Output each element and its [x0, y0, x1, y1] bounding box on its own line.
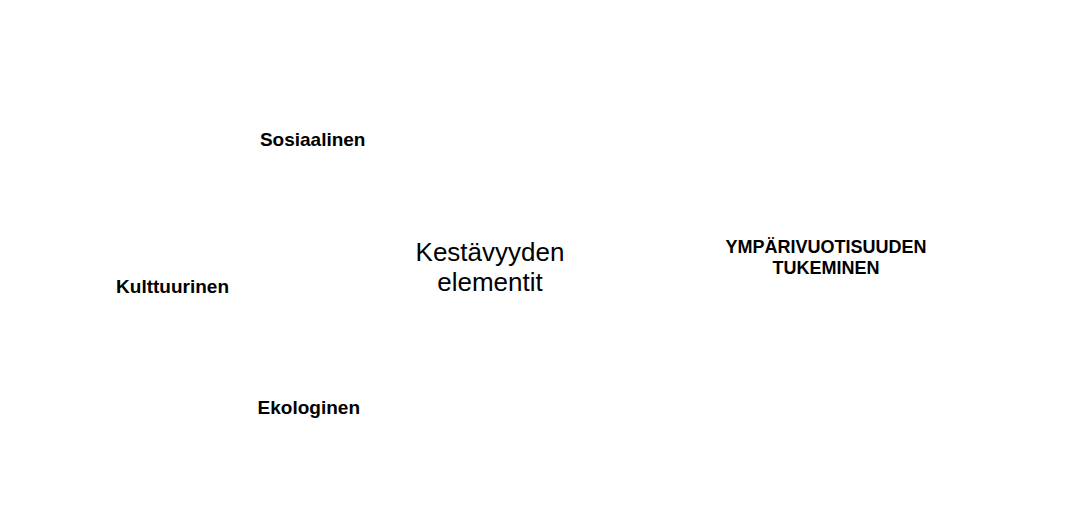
shape-fill [330, 191, 652, 351]
node-label: YMPÄRIVUOTISUUDEN TUKEMINEN [706, 237, 946, 278]
sustainability-ellipse: Ekologinen [170, 305, 466, 505]
shape-fill [37, 177, 373, 393]
shape-fill [582, 2, 1081, 502]
text-holder: YMPÄRIVUOTISUUDEN TUKEMINEN [706, 237, 947, 278]
sustainability-ellipse: Sosiaalinen [157, 38, 477, 243]
node-label: Ekologinen [257, 397, 361, 419]
text-holder: Ekologinen [257, 397, 361, 419]
center-ellipse: Kestävyyden elementit [330, 191, 652, 351]
text-holder: Kestävyyden elementit [405, 238, 576, 298]
shape-fill [170, 305, 466, 505]
text-holder: Kulttuurinen [116, 276, 230, 298]
node-label: Kestävyyden elementit [405, 238, 575, 298]
photo-circle: YMPÄRIVUOTISUUDEN TUKEMINEN [582, 2, 1081, 502]
sustainability-ellipse: Kulttuurinen [37, 177, 373, 393]
node-label: Sosiaalinen [259, 129, 366, 151]
text-holder: Sosiaalinen [259, 129, 366, 151]
node-label: Kulttuurinen [116, 276, 230, 298]
shape-fill [157, 38, 477, 243]
